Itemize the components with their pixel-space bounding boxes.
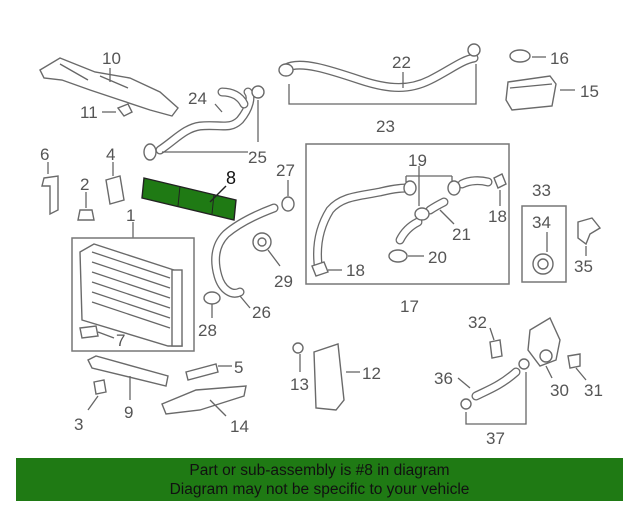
callout-11: 11 [80, 103, 98, 122]
callout-34: 34 [532, 213, 551, 232]
callout-6: 6 [40, 145, 49, 164]
part-15-coolant-reservoir[interactable] [505, 75, 557, 111]
part-12-shroud[interactable] [313, 343, 345, 411]
callout-1: 1 [126, 206, 135, 225]
callout-13: 13 [290, 375, 309, 394]
callout-17: 17 [400, 297, 419, 316]
callout-4: 4 [106, 145, 115, 164]
part-31-seal[interactable] [567, 353, 581, 369]
part-18-connector[interactable] [311, 173, 507, 277]
part-13-bolt[interactable] [292, 342, 304, 354]
part-11-clip[interactable] [116, 103, 133, 117]
callout-23: 23 [376, 117, 395, 136]
part-34-gasket[interactable] [532, 253, 554, 275]
part-26-lower-hose[interactable] [211, 203, 279, 298]
callout-26: 26 [252, 303, 271, 322]
callout-16: 16 [550, 49, 569, 68]
callout-14: 14 [230, 417, 249, 436]
callout-30: 30 [550, 381, 569, 400]
part-14-lower-shield[interactable] [161, 385, 247, 415]
outlet-group-box [521, 205, 567, 283]
callout-15: 15 [580, 82, 599, 101]
callout-18b: 18 [346, 261, 365, 280]
callout-7: 7 [116, 331, 125, 350]
callout-8: 8 [226, 168, 236, 188]
callout-19: 19 [408, 151, 427, 170]
callout-24: 24 [188, 89, 207, 108]
part-6-bracket[interactable] [41, 175, 59, 216]
notice-line-part: Part or sub-assembly is #8 in diagram [189, 462, 450, 479]
part-7-drain-plug[interactable] [79, 325, 99, 339]
part-4-bracket[interactable] [105, 175, 125, 205]
part-24-upper-hose[interactable] [155, 87, 255, 155]
callout-31: 31 [584, 381, 603, 400]
callout-9: 9 [124, 403, 133, 422]
part-27-clamp[interactable] [281, 196, 295, 212]
callout-32: 32 [468, 313, 487, 332]
callout-35: 35 [574, 257, 593, 276]
callout-12: 12 [362, 364, 381, 383]
part-32-sensor[interactable] [489, 339, 503, 359]
callout-3: 3 [74, 415, 83, 434]
callout-29: 29 [274, 272, 293, 291]
part-28-clamp[interactable] [203, 291, 221, 305]
part-25-hose-clamp[interactable] [143, 85, 265, 161]
callout-21: 21 [452, 225, 471, 244]
callout-20: 20 [428, 248, 447, 267]
part-16-reservoir-cap[interactable] [509, 49, 531, 63]
part-29-clamp[interactable] [252, 232, 272, 252]
callout-10: 10 [102, 49, 121, 68]
part-36-pipe[interactable] [460, 358, 530, 410]
callout-22: 22 [392, 53, 411, 72]
part-19-clamps[interactable] [403, 180, 461, 221]
callout-27: 27 [276, 161, 295, 180]
part-3-bolt[interactable] [93, 379, 107, 395]
part-22-surge-hose[interactable] [278, 43, 481, 92]
callout-37: 37 [486, 429, 505, 448]
callout-18a: 18 [488, 207, 507, 226]
part-1-radiator[interactable] [79, 243, 183, 347]
callout-25: 25 [248, 148, 267, 167]
part-10-air-baffle[interactable] [39, 57, 179, 117]
callout-5: 5 [234, 358, 243, 377]
part-17-heater-hose[interactable] [313, 176, 493, 269]
callout-2: 2 [80, 175, 89, 194]
radiator-group-box [71, 237, 195, 352]
hose-group-box [305, 143, 510, 285]
part-2-bolt[interactable] [77, 209, 95, 221]
part-5-clip[interactable] [185, 363, 219, 381]
part-35-outlet[interactable] [577, 217, 602, 246]
part-9-lower-baffle[interactable] [87, 355, 169, 387]
callout-33: 33 [532, 181, 551, 200]
part-8-seal[interactable] [141, 177, 237, 221]
callout-36: 36 [434, 369, 453, 388]
notice-banner: Part or sub-assembly is #8 in diagram Di… [16, 458, 623, 501]
callout-28: 28 [198, 321, 217, 340]
notice-line-disclaimer: Diagram may not be specific to your vehi… [169, 481, 470, 498]
part-30-housing[interactable] [527, 316, 561, 367]
part-20-clamp[interactable] [388, 249, 408, 263]
